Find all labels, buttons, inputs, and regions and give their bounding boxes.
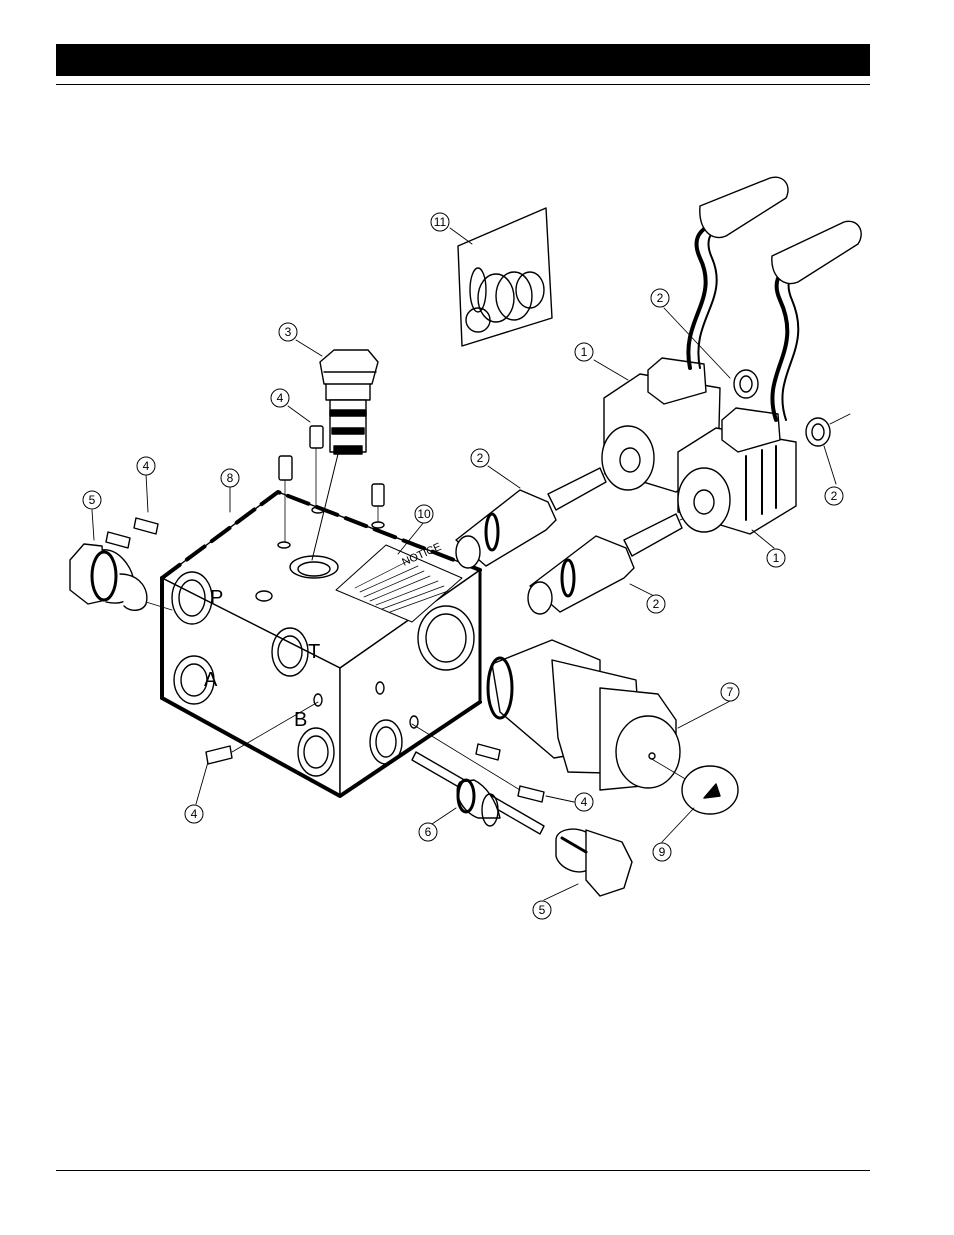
callout-2-lower: 2 — [653, 597, 660, 611]
callout-1-back: 1 — [581, 345, 588, 359]
callout-8: 8 — [227, 471, 234, 485]
relief-valve-item-7 — [488, 640, 704, 790]
callout-4-bottom-right: 4 — [581, 795, 588, 809]
plug-item-5-right — [556, 829, 632, 896]
callout-11: 11 — [434, 215, 447, 229]
cap-item-9 — [682, 766, 738, 814]
callout-2-right: 2 — [831, 489, 838, 503]
port-label-t: T — [308, 641, 320, 663]
callout-5-left: 5 — [89, 493, 96, 507]
port-label-a: A — [204, 669, 218, 691]
callout-2-upper-left: 2 — [477, 451, 484, 465]
callout-5-right: 5 — [539, 903, 546, 917]
seal-kit-item-11 — [458, 208, 552, 346]
port-label-b: B — [294, 709, 307, 731]
callout-4-top: 4 — [277, 391, 284, 405]
footer-rule — [56, 1170, 870, 1171]
port-label-p: P — [210, 587, 223, 609]
callout-4-left: 4 — [143, 459, 150, 473]
plug-item-5-left — [70, 544, 172, 610]
callout-3: 3 — [285, 325, 292, 339]
callout-7: 7 — [727, 685, 734, 699]
callout-2-top: 2 — [657, 291, 664, 305]
callout-9: 9 — [659, 845, 666, 859]
callout-1-front: 1 — [773, 551, 780, 565]
callout-10: 10 — [417, 507, 431, 521]
callout-4-bottom-left: 4 — [191, 807, 198, 821]
callout-6: 6 — [425, 825, 432, 839]
coil-leads — [688, 177, 861, 420]
